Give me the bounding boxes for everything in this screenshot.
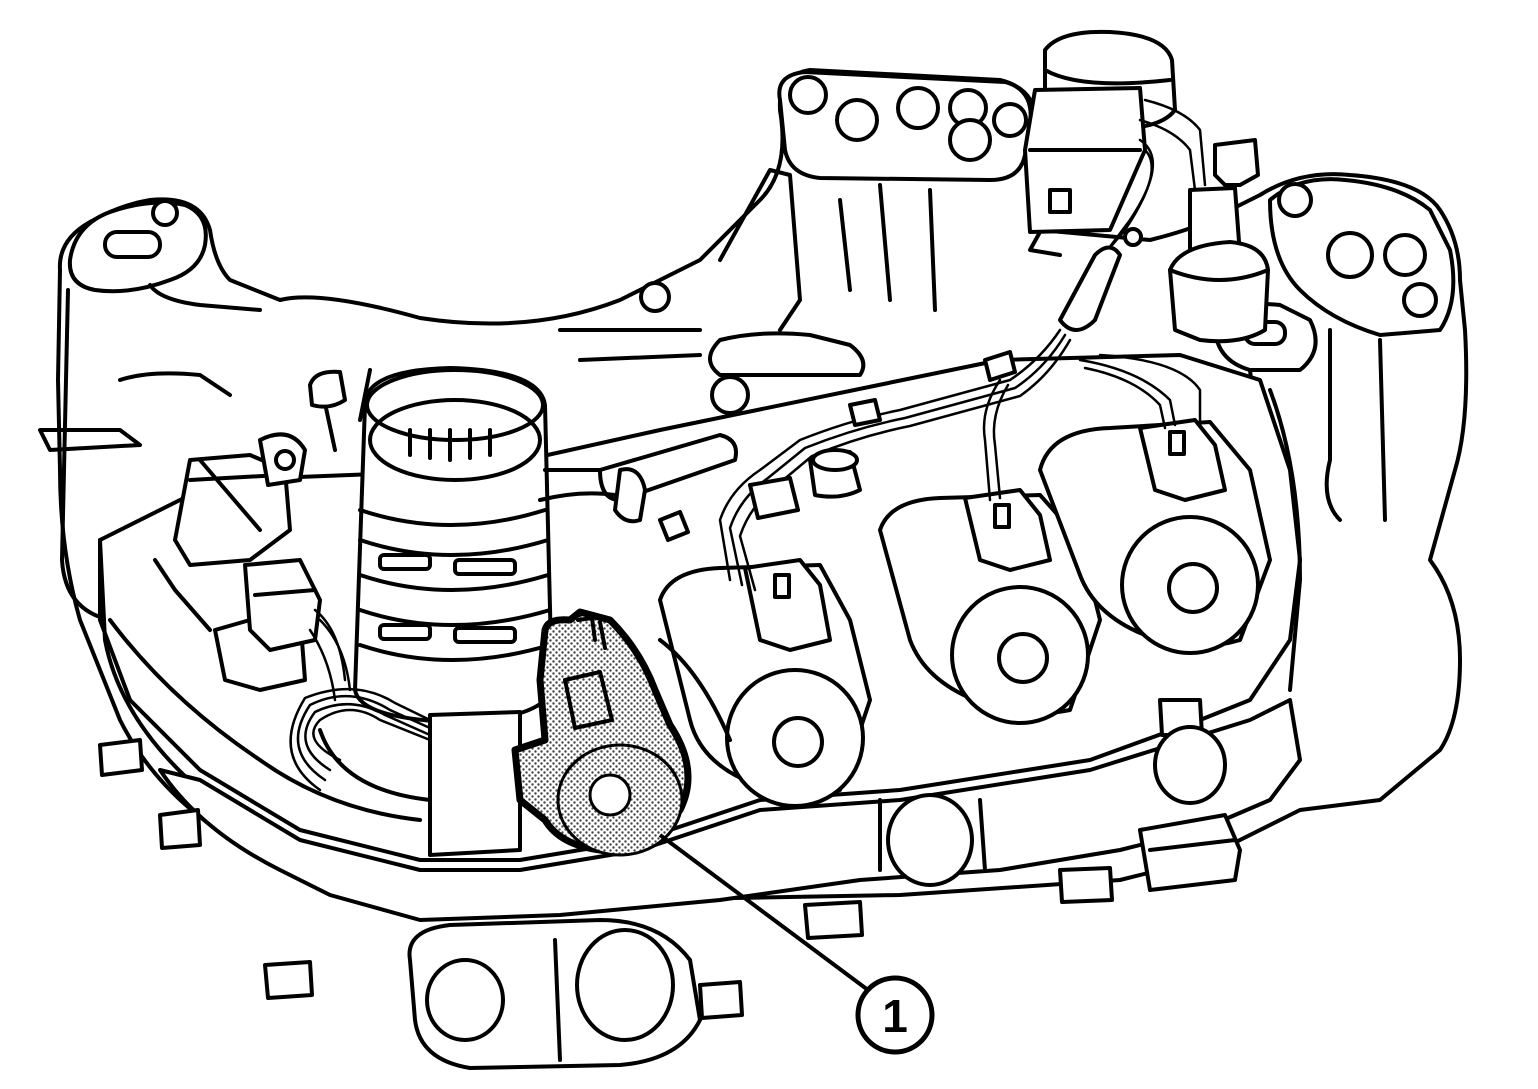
left-connectors	[153, 368, 372, 702]
solenoid-valve-front	[658, 558, 872, 808]
callout-circle	[855, 975, 935, 1055]
leader-line	[658, 833, 870, 992]
upper-connector	[1023, 29, 1270, 344]
solenoid-valve-middle	[878, 488, 1102, 725]
lower-valve-body	[98, 698, 1302, 1070]
wiring-harness	[538, 328, 1202, 592]
callout-number: 1	[882, 990, 908, 1042]
solenoid-valve-right	[1038, 418, 1272, 655]
highlighted-solenoid-valve	[511, 608, 692, 857]
main-harness-connector	[289, 366, 554, 857]
callout-1: 1	[658, 833, 935, 1055]
